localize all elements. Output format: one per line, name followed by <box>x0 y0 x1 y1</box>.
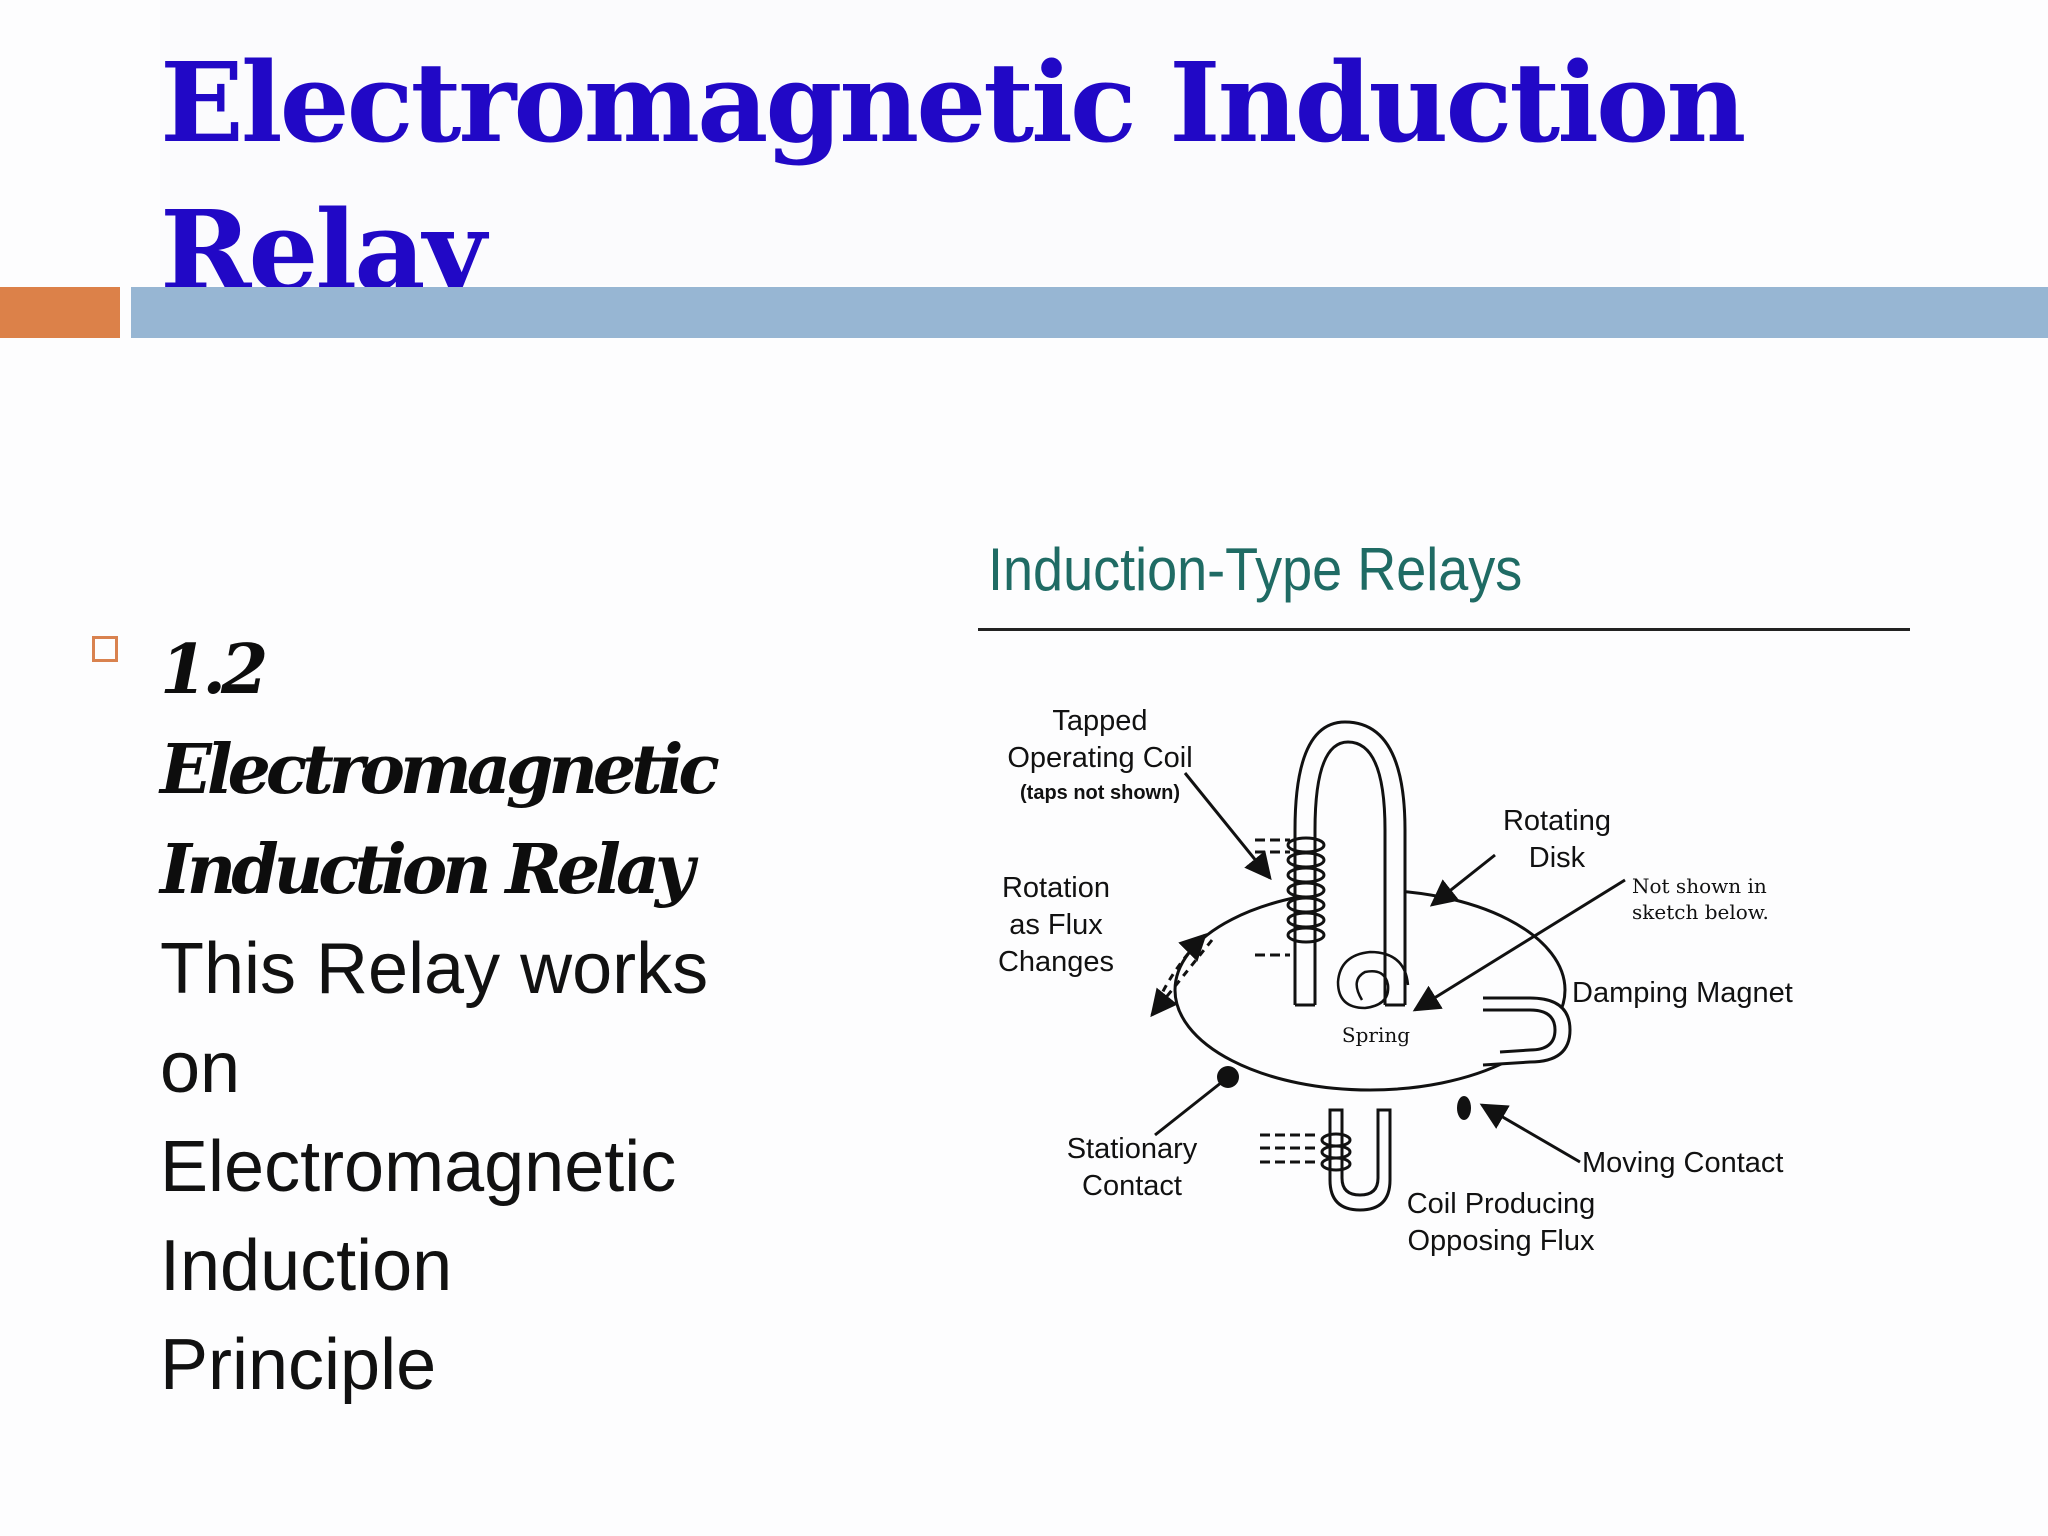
label-rotation: Changes <box>998 946 1114 978</box>
stationary-contact <box>1217 1066 1239 1088</box>
title-band <box>160 0 1680 285</box>
label-rotating-disk: Disk <box>1529 842 1586 874</box>
bullet-heading-line: Induction Relay <box>160 830 695 910</box>
label-stationary-contact: Contact <box>1082 1170 1182 1202</box>
bullet-text-line: This Relay works <box>160 929 709 1009</box>
label-opposing-coil: Opposing Flux <box>1408 1225 1595 1257</box>
label-stationary-contact: Stationary <box>1067 1133 1198 1165</box>
label-not-shown: sketch below. <box>1632 900 1769 924</box>
label-damping-magnet: Damping Magnet <box>1572 977 1793 1009</box>
label-tapped-coil-note: (taps not shown) <box>1020 782 1180 804</box>
bullet-text-line: Principle <box>160 1325 437 1405</box>
figure-title-rule <box>978 628 1910 631</box>
label-rotation: as Flux <box>1009 909 1103 941</box>
spring <box>1336 950 1410 1010</box>
label-rotation: Rotation <box>1002 872 1110 904</box>
bullet-square-icon <box>92 636 118 662</box>
operating-magnet <box>1293 720 1407 1005</box>
label-moving-contact: Moving Contact <box>1582 1147 1784 1179</box>
label-not-shown: Not shown in <box>1632 874 1767 898</box>
label-rotating-disk: Rotating <box>1503 805 1611 837</box>
accent-bar-blue <box>131 287 2048 338</box>
operating-coil <box>1286 836 1326 944</box>
bullet-text-block: 1.2 Electromagnetic Induction Relay This… <box>160 620 820 1415</box>
bullet-heading-line: 1.2 <box>160 630 268 710</box>
label-spring: Spring <box>1342 1023 1410 1047</box>
bullet-text-line: on <box>160 1028 241 1108</box>
moving-contact <box>1457 1096 1471 1120</box>
opposing-flux-coil <box>1320 1132 1352 1172</box>
bullet-text-line: Electromagnetic <box>160 1127 677 1207</box>
bullet-text-line: Induction <box>160 1226 453 1306</box>
label-tapped-coil: Tapped <box>1052 705 1147 737</box>
label-tapped-coil: Operating Coil <box>1007 742 1192 774</box>
slide-title-line-1: Electromagnetic Induction <box>160 38 1746 167</box>
relay-diagram: Tapped Operating Coil (taps not shown) R… <box>998 705 1793 1257</box>
label-opposing-coil: Coil Producing <box>1407 1188 1596 1220</box>
figure-title: Induction-Type Relays <box>988 536 1523 603</box>
opposing-flux-magnet <box>1328 1108 1392 1212</box>
accent-bar-orange <box>0 287 120 338</box>
bullet-heading-line: Electromagnetic <box>160 730 720 810</box>
damping-magnet <box>1482 996 1572 1067</box>
